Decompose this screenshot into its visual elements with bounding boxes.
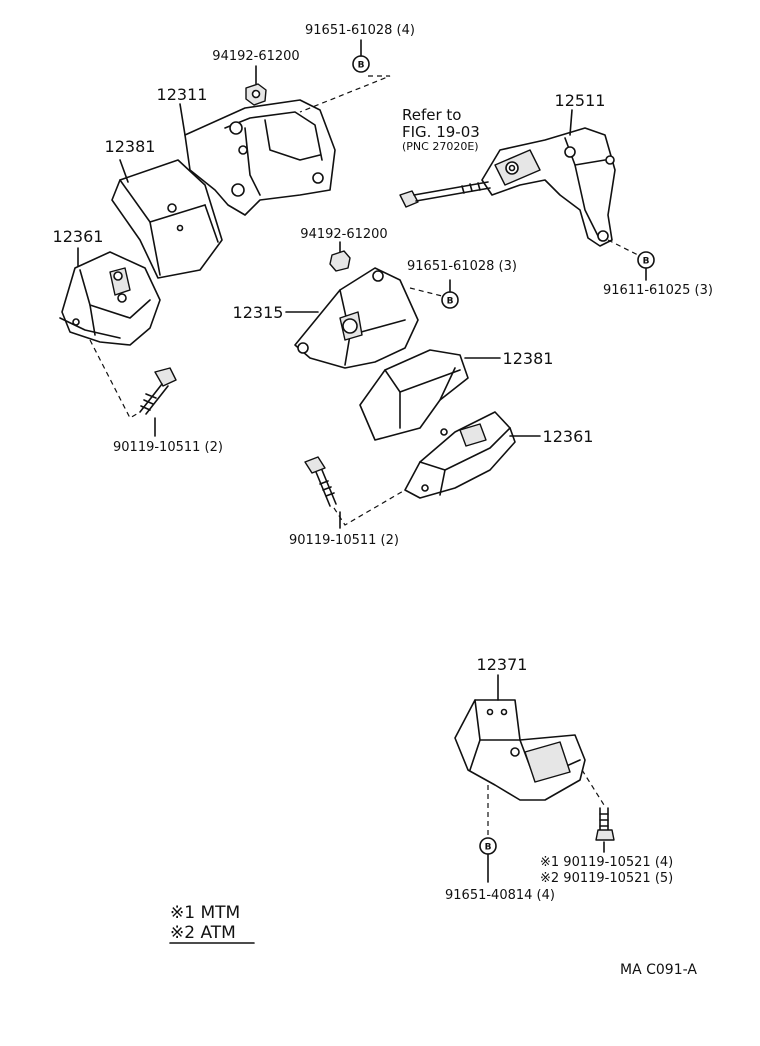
- svg-text:B: B: [358, 61, 365, 71]
- legend-mtm: ※1 MTM: [170, 903, 240, 923]
- part-label-90119-10511-mid: 90119-10511 (2): [289, 533, 399, 548]
- bolt-b-bubble-right: B: [637, 251, 655, 269]
- part-label-90119-10521-mtm: ※1 90119-10521 (4): [540, 855, 673, 870]
- refer-line-2: FIG. 19-03: [402, 123, 480, 141]
- refer-line-3: (PNC 27020E): [402, 140, 479, 153]
- part-label-94192-61200-top: 94192-61200: [212, 49, 299, 64]
- part-label-12511: 12511: [555, 91, 606, 110]
- part-label-12361-right: 12361: [543, 427, 594, 446]
- part-label-12311: 12311: [157, 85, 208, 104]
- part-label-12381-left: 12381: [105, 137, 156, 156]
- svg-text:B: B: [485, 843, 492, 853]
- bracket-12315: [294, 267, 419, 369]
- bolt-90119-10521: [595, 807, 615, 841]
- part-label-12361-left: 12361: [53, 227, 104, 246]
- bolt-b-bubble-bottom: B: [479, 837, 497, 855]
- svg-text:B: B: [447, 297, 454, 307]
- legend-atm: ※2 ATM: [170, 923, 236, 943]
- part-label-91651-61028-top: 91651-61028 (4): [305, 23, 415, 38]
- part-label-12315: 12315: [233, 303, 284, 322]
- nut-94192-61200-top: [245, 83, 267, 106]
- nut-94192-61200-mid: [329, 250, 351, 272]
- insulator-12381-left: [111, 159, 223, 279]
- part-label-90119-10521-atm: ※2 90119-10521 (5): [540, 871, 673, 886]
- part-label-90119-10511-left: 90119-10511 (2): [113, 440, 223, 455]
- part-label-94192-61200-mid: 94192-61200: [300, 227, 387, 242]
- bracket-12361-right: [404, 411, 516, 499]
- bolt-90119-10511-mid: [304, 456, 337, 507]
- bracket-12511: [481, 127, 616, 247]
- part-label-91611-61025: 91611-61025 (3): [603, 283, 713, 298]
- part-label-12371: 12371: [477, 655, 528, 674]
- insulator-12381-right: [359, 349, 469, 441]
- diagram-code: MA C091-A: [620, 962, 697, 978]
- part-label-12381-right: 12381: [503, 349, 554, 368]
- bracket-12371: [454, 699, 586, 801]
- bracket-12361-left: [59, 251, 161, 346]
- part-label-91651-40814: 91651-40814 (4): [445, 888, 555, 903]
- bolt-b-bubble-top: B: [352, 55, 370, 73]
- refer-line-1: Refer to: [402, 106, 461, 124]
- bracket-12311: [184, 99, 336, 216]
- long-bolt-refer-fig-19-03: [399, 181, 491, 208]
- bolt-b-bubble-mid: B: [441, 291, 459, 309]
- part-label-91651-61028-mid: 91651-61028 (3): [407, 259, 517, 274]
- bolt-90119-10511-left: [139, 367, 177, 415]
- svg-text:B: B: [643, 257, 650, 267]
